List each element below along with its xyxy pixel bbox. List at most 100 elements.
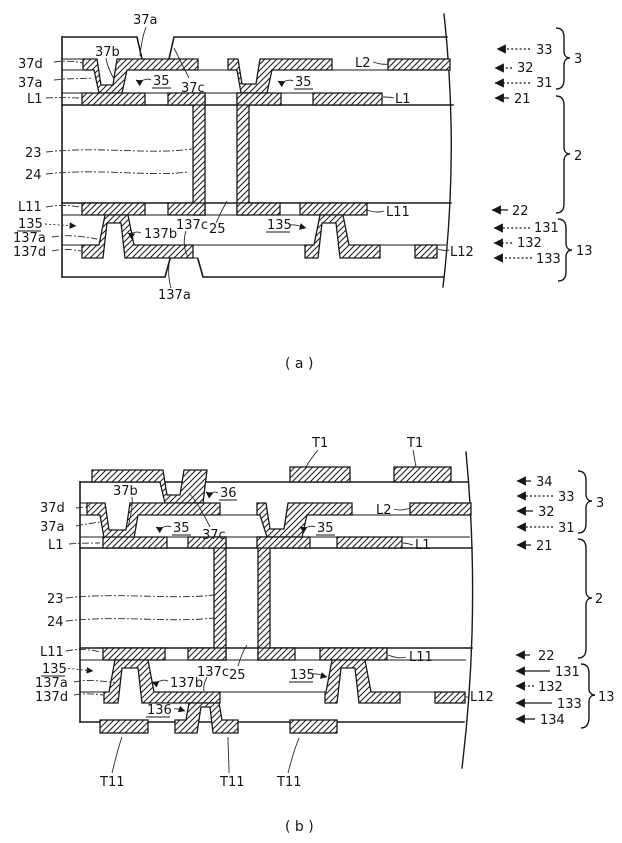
leader-l11-left	[65, 649, 102, 653]
leader-arrow-35-right	[299, 525, 316, 534]
label-137b: 137b	[144, 227, 177, 242]
through-via-wall-right	[236, 92, 250, 216]
brace-group-13	[557, 218, 573, 282]
figure-b-structure	[79, 451, 474, 769]
leader-25	[237, 644, 248, 667]
label-35-right: 35	[295, 75, 312, 90]
label-l1-right: L1	[395, 92, 411, 107]
l2-band-with-via35-left	[82, 58, 199, 94]
figure-b-labels: T1 T1 37b 36 37d 37a 35 37c 35 L2 L1 L1 …	[35, 436, 615, 835]
label-layer-133: 133	[536, 252, 561, 267]
l11-pad	[167, 202, 206, 216]
label-35-left: 35	[173, 521, 190, 536]
brace-group-3	[555, 27, 571, 90]
label-layer-34: 34	[536, 475, 553, 490]
label-l11-left: L11	[40, 645, 64, 660]
l12-band-with-via135-left	[81, 214, 194, 259]
leader-l11-right	[387, 654, 407, 659]
l1-pad	[187, 536, 227, 549]
leader-137a-left	[73, 680, 117, 684]
label-37a-left: 37a	[40, 520, 65, 535]
label-24: 24	[47, 615, 64, 630]
label-24: 24	[25, 168, 42, 183]
leader-24	[65, 617, 215, 622]
leader-arrow-35-left	[135, 78, 152, 87]
label-137b: 137b	[170, 676, 203, 691]
leader-arrow-135-right	[289, 223, 307, 230]
label-layer-134: 134	[540, 713, 565, 728]
label-layer-33: 33	[536, 43, 553, 58]
l1-pad	[336, 536, 403, 549]
leader-l2	[372, 61, 390, 65]
leader-l1-right	[402, 542, 414, 546]
leader-l1-right	[382, 96, 395, 99]
l1-pad	[81, 92, 146, 106]
label-group-13: 13	[598, 690, 615, 705]
label-37d-left: 37d	[40, 501, 65, 516]
figure-b-leaders	[63, 449, 470, 774]
label-layer-22: 22	[512, 204, 529, 219]
leader-37c	[188, 492, 211, 528]
through-via-wall-left	[192, 92, 206, 216]
label-layer-132: 132	[517, 236, 542, 251]
label-36: 36	[220, 486, 237, 501]
brace-group-13	[580, 663, 596, 729]
leader-l2	[393, 507, 411, 511]
leader-37b	[105, 57, 115, 80]
label-t11-3: T11	[276, 775, 301, 790]
label-group-3: 3	[574, 52, 582, 67]
label-35-left: 35	[153, 74, 170, 89]
leader-37b	[127, 496, 133, 528]
figure-b: T1 T1 37b 36 37d 37a 35 37c 35 L2 L1 L1 …	[35, 436, 615, 835]
label-37b: 37b	[95, 45, 120, 60]
label-l11-left: L11	[18, 200, 42, 215]
l1-pad	[236, 92, 282, 106]
t1-pad-right	[393, 466, 452, 483]
l2-band-right	[387, 58, 451, 71]
layer-interface-lines-top	[62, 58, 388, 94]
label-l12: L12	[470, 690, 494, 705]
leader-arrow-135-left	[63, 666, 94, 674]
label-layer-22: 22	[538, 649, 555, 664]
label-layer-133: 133	[557, 697, 582, 712]
leader-arrow-135-right	[311, 672, 328, 679]
l2-band-right	[409, 502, 472, 516]
leader-t11-2	[227, 736, 230, 774]
t1-pad-left	[289, 466, 351, 483]
label-t1-left: T1	[311, 436, 328, 451]
label-137c: 137c	[197, 665, 229, 680]
through-via-wall-left	[213, 536, 227, 661]
label-l1-right: L1	[415, 538, 431, 553]
label-l2: L2	[355, 56, 371, 71]
label-t1-right: T1	[406, 436, 423, 451]
l11-pad	[319, 647, 388, 661]
label-137a-bottom: 137a	[158, 288, 191, 303]
figure-a-structure	[61, 13, 454, 288]
brace-group-2	[555, 95, 571, 214]
label-l12: L12	[450, 245, 474, 260]
leader-arrow-137b	[127, 231, 142, 240]
leader-137a-left	[51, 235, 98, 240]
l1-pad	[312, 92, 383, 106]
label-37a-left: 37a	[18, 76, 43, 91]
label-135-right: 135	[267, 218, 292, 233]
label-23: 23	[47, 592, 64, 607]
label-t11-2: T11	[219, 775, 244, 790]
t11-band-with-via136	[174, 702, 239, 734]
label-135-left: 135	[18, 217, 43, 232]
leader-l11-left	[45, 204, 82, 208]
label-136: 136	[147, 703, 172, 718]
label-135-right: 135	[290, 668, 315, 683]
label-layer-32: 32	[538, 505, 555, 520]
l11-pad	[257, 647, 296, 661]
leader-37c	[173, 47, 190, 79]
leader-137c	[203, 676, 208, 692]
leader-t1-left	[305, 449, 319, 468]
leader-23	[45, 148, 193, 153]
label-layer-131: 131	[534, 221, 559, 236]
l12-pad	[434, 691, 466, 704]
label-25: 25	[229, 668, 246, 683]
label-l11-right: L11	[409, 650, 433, 665]
label-layer-32: 32	[517, 61, 534, 76]
l1-pad	[167, 92, 206, 106]
